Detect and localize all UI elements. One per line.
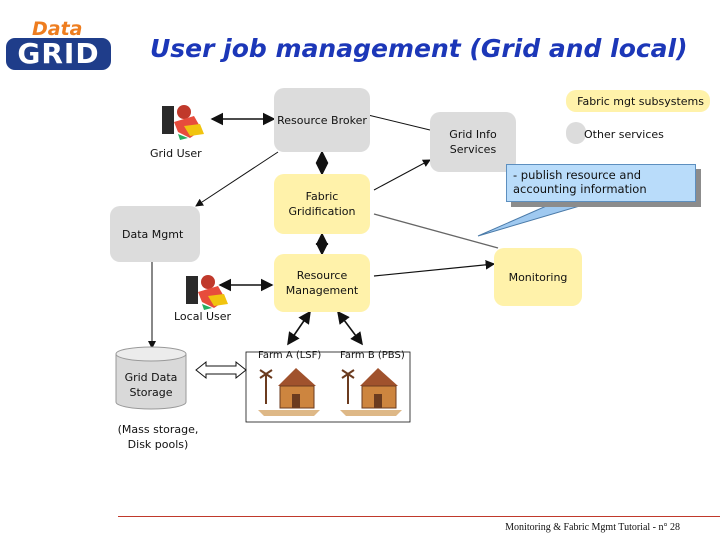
resource-broker-box: Resource Broker: [274, 88, 370, 152]
resource-broker-label: Resource Broker: [277, 113, 367, 127]
footer-text: Monitoring & Fabric Mgmt Tutorial - n° 2…: [505, 522, 680, 533]
farm-frame: [245, 351, 411, 423]
logo-data-text: Data: [32, 18, 83, 40]
line-gridification-monitoring: [373, 213, 499, 249]
data-mgmt-label: Data Mgmt: [122, 227, 184, 241]
arrow-storage-farms: [195, 360, 247, 380]
arrow-resmgmt-monitoring: [373, 260, 496, 277]
monitoring-box: Monitoring: [494, 248, 582, 306]
legend-fabric: Fabric mgt subsystems: [566, 90, 710, 112]
storage-note: (Mass storage, Disk pools): [117, 423, 199, 451]
grid-info-label: Grid Info Services: [449, 128, 497, 156]
resource-management-box: Resource Management: [274, 254, 370, 312]
farm-house-icon: [340, 368, 402, 416]
line-broker-info: [367, 114, 431, 131]
resource-management-label: Resource Management: [285, 269, 359, 297]
data-mgmt-box: Data Mgmt: [110, 206, 200, 262]
storage-cylinder-icon: [115, 346, 187, 410]
grid-user-label: Grid User: [150, 147, 202, 160]
user-icon: [162, 105, 204, 140]
logo-grid-text: GRID: [6, 38, 111, 70]
local-user-label: Local User: [174, 310, 232, 323]
legend-fabric-label: Fabric mgt subsystems: [577, 94, 704, 108]
fabric-gridification-label: Fabric Gridification: [288, 190, 356, 218]
fabric-gridification-box: Fabric Gridification: [274, 174, 370, 234]
arrow-resmgmt-farmA: [287, 310, 311, 346]
grid-data-storage-label: Grid Data Storage: [124, 371, 178, 399]
legend-other-label: Other services: [584, 128, 664, 141]
line-broker-datamgmt: [195, 151, 279, 207]
legend-other-swatch: [566, 122, 586, 144]
publish-callout-text: - publish resource and accounting inform…: [513, 168, 647, 196]
farm-b-label: Farm B (PBS): [340, 350, 405, 361]
arrow-gridification-info: [373, 159, 431, 191]
callout-pointer: [477, 199, 601, 237]
grid-info-box: Grid Info Services: [430, 112, 516, 172]
user-icon: [186, 275, 228, 310]
slide-title: User job management (Grid and local): [150, 34, 688, 63]
farm-a-label: Farm A (LSF): [258, 350, 322, 361]
monitoring-label: Monitoring: [508, 271, 568, 284]
arrow-resmgmt-farmB: [337, 310, 363, 346]
farm-house-icon: [258, 368, 320, 416]
datagrid-logo: Data GRID: [6, 18, 111, 70]
publish-callout: - publish resource and accounting inform…: [506, 164, 696, 202]
footer-rule: [118, 516, 720, 517]
